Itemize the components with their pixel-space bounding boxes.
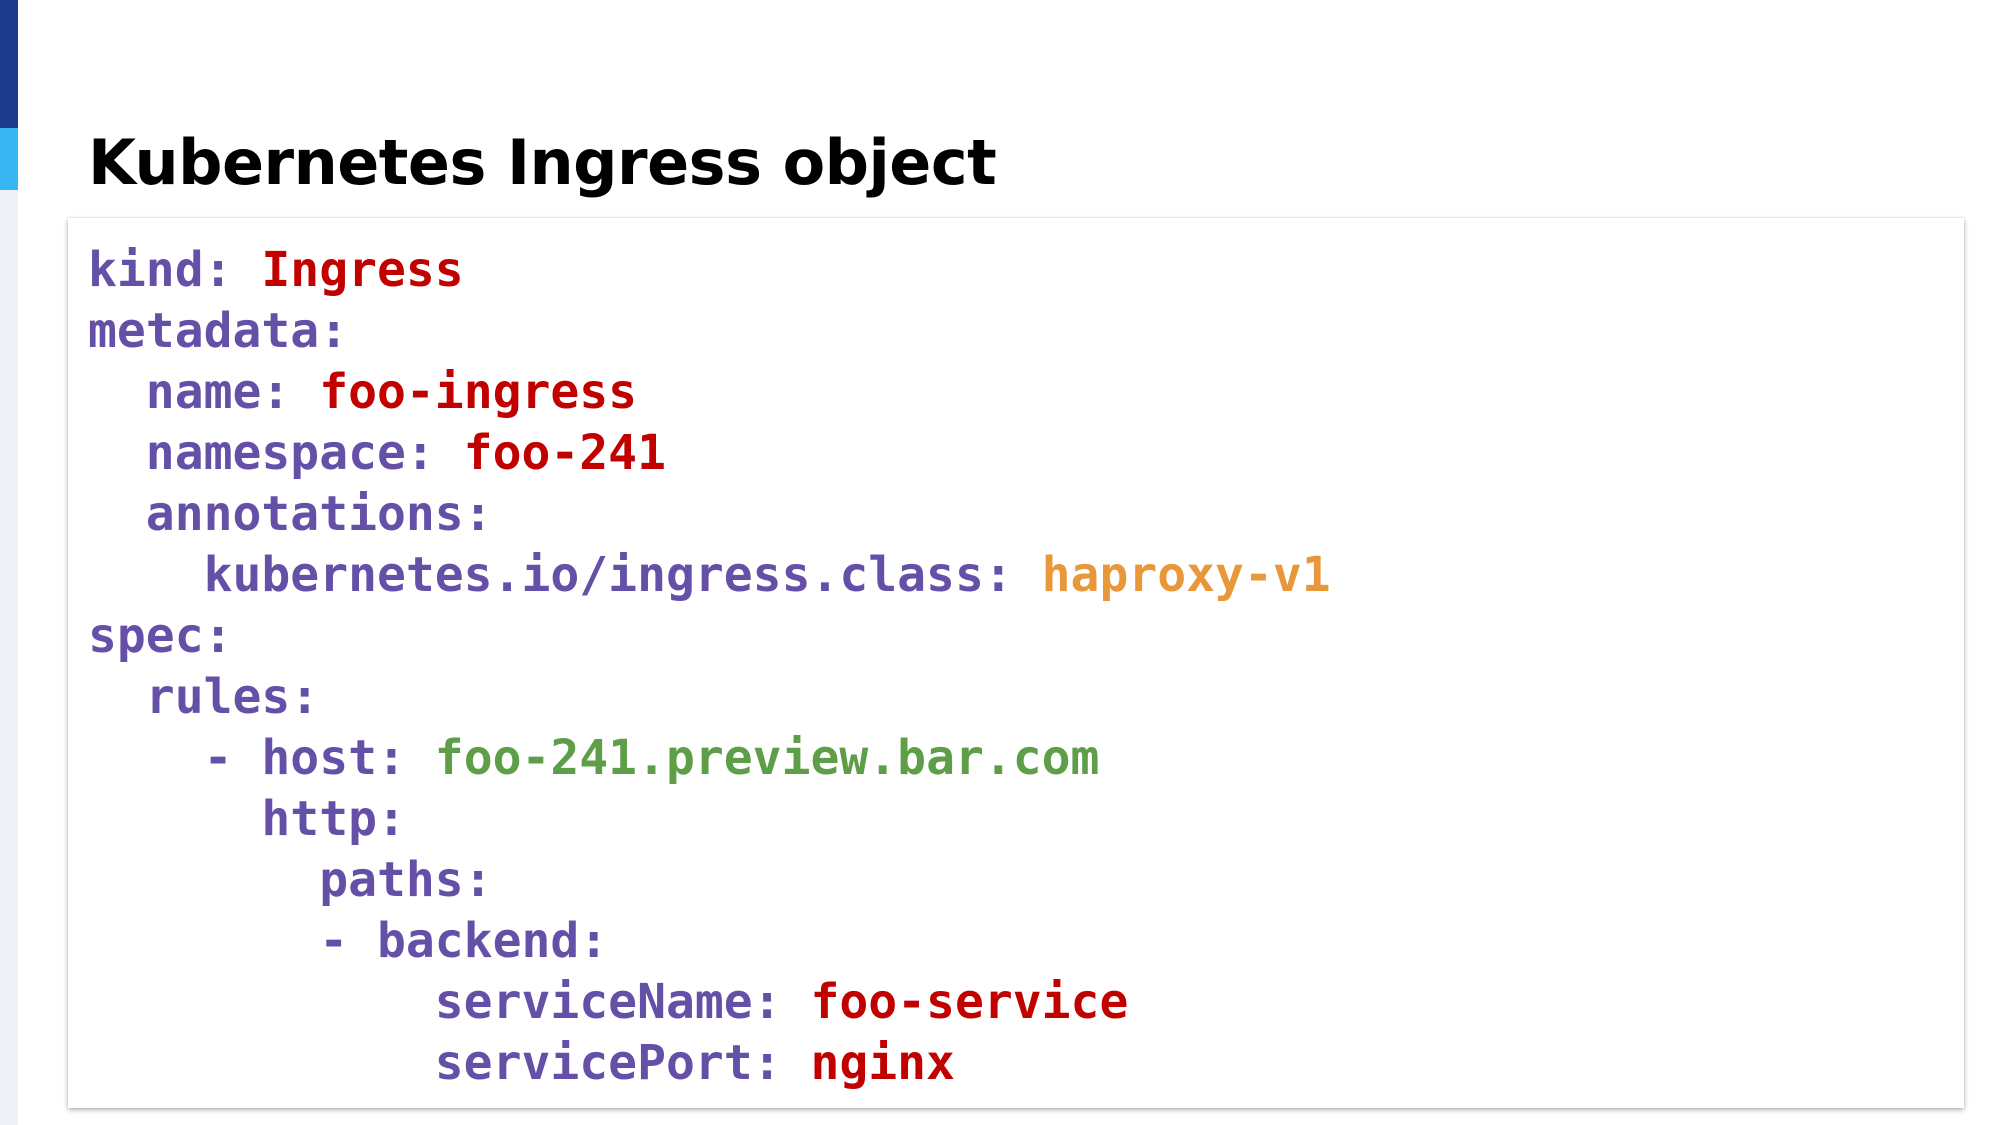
code-block: kind: Ingress metadata: name: foo-ingres… xyxy=(68,218,1964,1108)
yaml-value: foo-241.preview.bar.com xyxy=(405,730,1100,786)
yaml-key: metadata: xyxy=(88,303,349,359)
yaml-value: nginx xyxy=(781,1035,955,1091)
code-line: namespace: foo-241 xyxy=(88,423,1964,484)
code-indent xyxy=(88,486,146,542)
code-line: rules: xyxy=(88,667,1964,728)
yaml-key: servicePort: xyxy=(434,1035,782,1091)
yaml-key: annotations: xyxy=(145,486,493,542)
slide-title: Kubernetes Ingress object xyxy=(88,126,997,199)
code-line: name: foo-ingress xyxy=(88,362,1964,423)
code-line: - backend: xyxy=(88,911,1964,972)
code-line: kubernetes.io/ingress.class: haproxy-v1 xyxy=(88,545,1964,606)
code-line: servicePort: nginx xyxy=(88,1033,1964,1094)
code-indent xyxy=(88,852,319,908)
code-line: http: xyxy=(88,789,1964,850)
yaml-key: name: xyxy=(145,364,291,420)
code-indent xyxy=(88,974,435,1030)
yaml-value: foo-241 xyxy=(434,425,666,481)
code-line: annotations: xyxy=(88,484,1964,545)
accent-bar-light xyxy=(0,128,18,190)
yaml-key: kubernetes.io/ingress.class: xyxy=(203,547,1013,603)
accent-bar-dark xyxy=(0,0,18,128)
code-indent xyxy=(88,913,319,969)
yaml-value: Ingress xyxy=(232,242,464,298)
yaml-key: paths: xyxy=(319,852,493,908)
code-indent xyxy=(88,669,146,725)
yaml-key: spec: xyxy=(88,608,233,664)
yaml-key: - host: xyxy=(203,730,406,786)
code-line: metadata: xyxy=(88,301,1964,362)
yaml-value: haproxy-v1 xyxy=(1012,547,1331,603)
yaml-value: foo-service xyxy=(781,974,1129,1030)
code-indent xyxy=(88,364,146,420)
yaml-key: namespace: xyxy=(145,425,435,481)
code-line: serviceName: foo-service xyxy=(88,972,1964,1033)
code-indent xyxy=(88,791,261,847)
code-indent xyxy=(88,730,204,786)
code-line: - host: foo-241.preview.bar.com xyxy=(88,728,1964,789)
yaml-key: rules: xyxy=(145,669,320,725)
code-line: spec: xyxy=(88,606,1964,667)
code-line: paths: xyxy=(88,850,1964,911)
yaml-key: - backend: xyxy=(319,913,609,969)
yaml-key: kind: xyxy=(88,242,233,298)
code-indent xyxy=(88,1035,435,1091)
yaml-value: foo-ingress xyxy=(290,364,638,420)
code-indent xyxy=(88,425,146,481)
yaml-key: serviceName: xyxy=(434,974,782,1030)
left-margin-strip xyxy=(0,0,18,1125)
code-indent xyxy=(88,547,204,603)
yaml-key: http: xyxy=(261,791,406,847)
code-line: kind: Ingress xyxy=(88,240,1964,301)
